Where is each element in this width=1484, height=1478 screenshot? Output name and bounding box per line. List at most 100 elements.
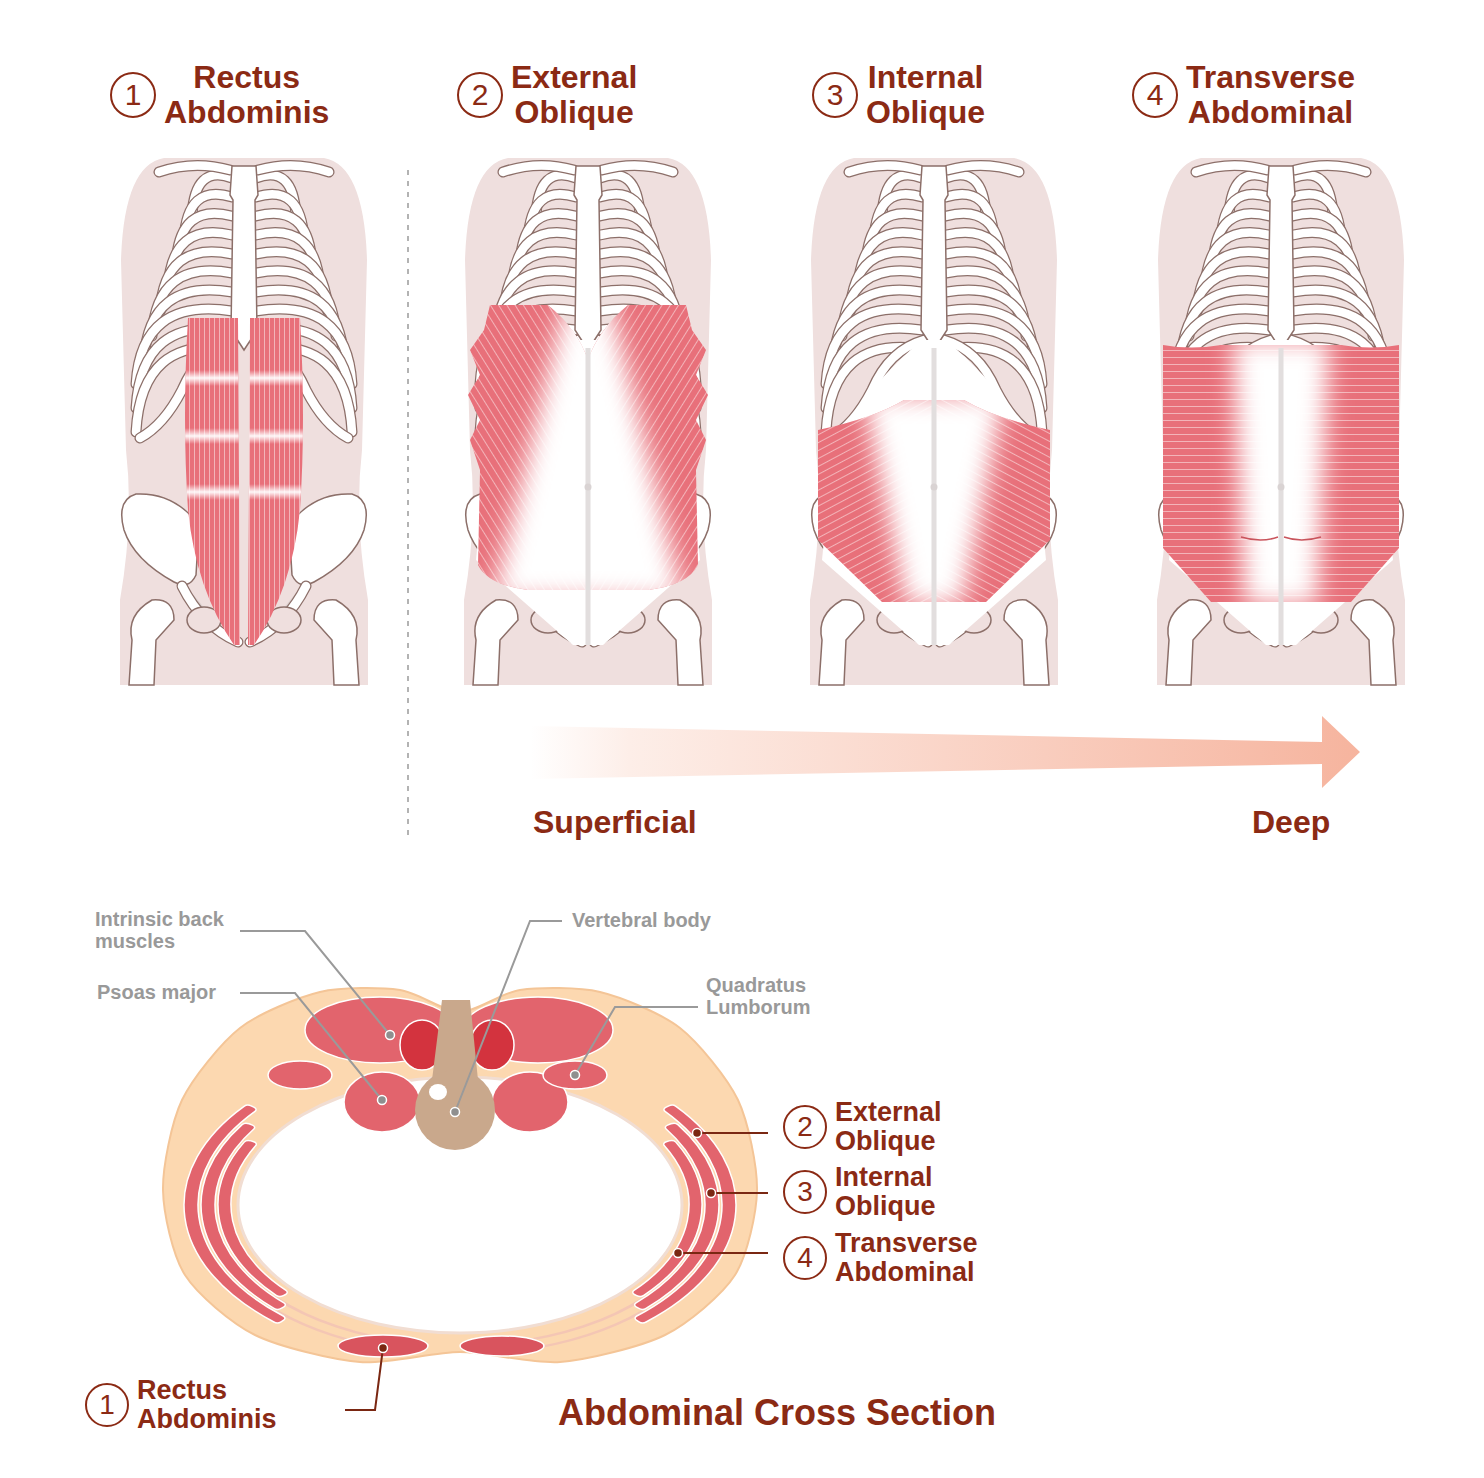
bone-outline [1295, 165, 1366, 172]
leader-line [697, 1132, 768, 1134]
section-heading: Abdominal Cross Section [558, 1393, 996, 1433]
leader-dot [674, 1249, 683, 1258]
part-label: Intrinsic back muscles [95, 908, 240, 952]
umbilicus [585, 484, 592, 491]
torso-figure [1151, 150, 1411, 690]
part-label: Quadratus Lumborum [706, 974, 810, 1018]
muscle-callout: 3Internal Oblique [783, 1163, 936, 1221]
depth-label: Superficial [533, 805, 697, 840]
umbilicus [931, 484, 938, 491]
leader-line [575, 1007, 698, 1075]
femur [129, 600, 174, 685]
muscle-callout: 2External Oblique [783, 1098, 942, 1156]
bone [948, 165, 1019, 172]
callout-number: 2 [783, 1105, 827, 1149]
leader-dot [378, 1096, 387, 1105]
leader-line [240, 931, 390, 1035]
callout-number: 4 [783, 1236, 827, 1280]
femur [1351, 600, 1396, 685]
callout-number: 3 [812, 72, 858, 118]
muscle-fibres [114, 150, 244, 690]
femur [1166, 600, 1211, 685]
leader-dot [379, 1344, 388, 1353]
leader-dot [386, 1031, 395, 1040]
linea-alba [1279, 348, 1284, 645]
umbilicus [1278, 484, 1285, 491]
leader-dot [693, 1129, 702, 1138]
muscle-name: Transverse Abdominal [835, 1229, 978, 1287]
leader-dot [571, 1071, 580, 1080]
bone [602, 165, 673, 172]
bone [1196, 165, 1267, 172]
torso-silhouette [120, 158, 368, 685]
leader-dot [707, 1189, 716, 1198]
bone-outline [159, 165, 230, 172]
femur [314, 600, 359, 685]
sternum [920, 166, 948, 350]
muscle-callout: 4Transverse Abdominal [783, 1229, 978, 1287]
muscle-fibres [244, 150, 374, 690]
quadratus [543, 1061, 607, 1089]
spinal-canal [429, 1084, 447, 1100]
muscle [114, 150, 374, 690]
leader-dot [451, 1108, 460, 1117]
iliac-wing [289, 494, 366, 585]
sternum [1267, 166, 1295, 350]
torso-silhouette [810, 158, 1058, 685]
muscle [804, 150, 1064, 690]
muscle [1151, 150, 1411, 690]
leader-line [455, 921, 562, 1112]
femur [658, 600, 703, 685]
callout-number: 1 [85, 1383, 129, 1427]
torso-figure [114, 150, 374, 690]
depth-arrow [530, 716, 1360, 788]
muscle-callout: 3Internal Oblique [812, 60, 985, 129]
bone-outline [602, 165, 673, 172]
callout-number: 4 [1132, 72, 1178, 118]
callout-number: 2 [457, 72, 503, 118]
leader-line [345, 1348, 383, 1410]
bone-outline [258, 165, 329, 172]
psoas [344, 1072, 420, 1132]
bone [258, 165, 329, 172]
leader-line [711, 1192, 768, 1194]
linea-alba [586, 348, 591, 645]
muscle-callout: 4Transverse Abdominal [1132, 60, 1355, 129]
iliac-wing [122, 494, 199, 585]
torso-figure [458, 150, 718, 690]
tendinous-band [174, 428, 314, 444]
muscle-name: Transverse Abdominal [1186, 60, 1355, 129]
bone-outline [948, 165, 1019, 172]
bone-outline [849, 165, 920, 172]
muscle-name: Rectus Abdominis [164, 60, 329, 129]
cross-section [163, 988, 757, 1362]
muscle-name: External Oblique [511, 60, 637, 129]
bone [849, 165, 920, 172]
body-outline [163, 988, 757, 1362]
leader-line [240, 993, 382, 1100]
depth-label: Deep [1252, 805, 1330, 840]
tendinous-band [174, 370, 314, 386]
spinous-process [432, 1000, 478, 1080]
abdominal-wall-layer [633, 1141, 702, 1297]
part-label: Psoas major [97, 981, 216, 1003]
muscle-name: Internal Oblique [866, 60, 985, 129]
rectus [460, 1336, 544, 1356]
muscle-callout: 1Rectus Abdominis [110, 60, 329, 129]
muscle-name: External Oblique [835, 1098, 942, 1156]
femur [1004, 600, 1049, 685]
separator [407, 170, 409, 835]
part-label: Vertebral body [572, 909, 711, 931]
muscle-name: Rectus Abdominis [137, 1376, 277, 1434]
callout-number: 3 [783, 1170, 827, 1214]
leader-line [678, 1252, 768, 1254]
muscle-callout: 1Rectus Abdominis [85, 1376, 277, 1434]
back-muscle-deep [470, 1020, 514, 1070]
vertebral-body [415, 1070, 495, 1150]
bone [159, 165, 230, 172]
sternum [574, 166, 602, 350]
abdominal-wall-layer [218, 1141, 287, 1297]
quadratus [268, 1061, 332, 1089]
